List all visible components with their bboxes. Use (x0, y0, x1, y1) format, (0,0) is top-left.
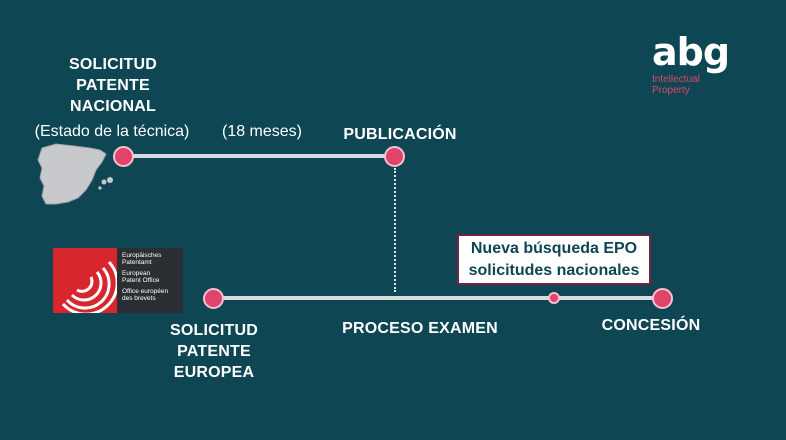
exam-label: PROCESO EXAMEN (342, 320, 498, 337)
epo-logo-mark (53, 248, 119, 316)
european-line1: SOLICITUD (169, 322, 259, 339)
national-line3: NACIONAL (69, 98, 157, 115)
epo-text-line5: Office européen (122, 288, 169, 295)
national-note: (Estado de la técnica) (34, 123, 190, 140)
epo-logo-icon: Europäisches Patentamt European Patent O… (53, 248, 183, 316)
callout-line2: solicitudes nacionales (468, 262, 640, 279)
national-line2: PATENTE (76, 77, 150, 94)
european-filing-dot (203, 288, 224, 309)
national-filing-dot (113, 146, 134, 167)
publication-label: PUBLICACIÓN (343, 126, 457, 143)
european-label: SOLICITUD PATENTE EUROPEA (150, 320, 278, 383)
epo-text-line3: European (122, 270, 151, 277)
epo-text-line4: Patent Office (122, 277, 160, 284)
grant-label: CONCESIÓN (601, 317, 701, 334)
publication-dot (384, 146, 405, 167)
epo-text-line2: Patentamt (122, 259, 152, 266)
national-timeline (124, 154, 394, 158)
publication-connector (394, 168, 396, 292)
epo-search-callout: Nueva búsqueda EPO solicitudes nacionale… (457, 234, 651, 285)
national-label: SOLICITUD PATENTE NACIONAL (40, 54, 186, 117)
european-line2: PATENTE (177, 343, 251, 360)
callout-line1: Nueva búsqueda EPO (470, 240, 638, 257)
european-timeline (213, 296, 663, 300)
national-line1: SOLICITUD (68, 56, 158, 73)
epo-text-line1: Europäisches (122, 252, 162, 259)
search-dot (548, 292, 560, 304)
spain-map-icon (37, 143, 113, 205)
epo-text-line6: des brevets (122, 295, 156, 302)
grant-dot (652, 288, 673, 309)
epo-arcs-icon (61, 260, 119, 316)
brand-tagline-line1: Intellectual (652, 74, 700, 85)
abg-logo: abg (652, 30, 730, 74)
brand-tagline-line2: Property (652, 85, 690, 96)
european-line3: EUROPEA (173, 364, 255, 381)
period-label: (18 meses) (221, 123, 303, 140)
